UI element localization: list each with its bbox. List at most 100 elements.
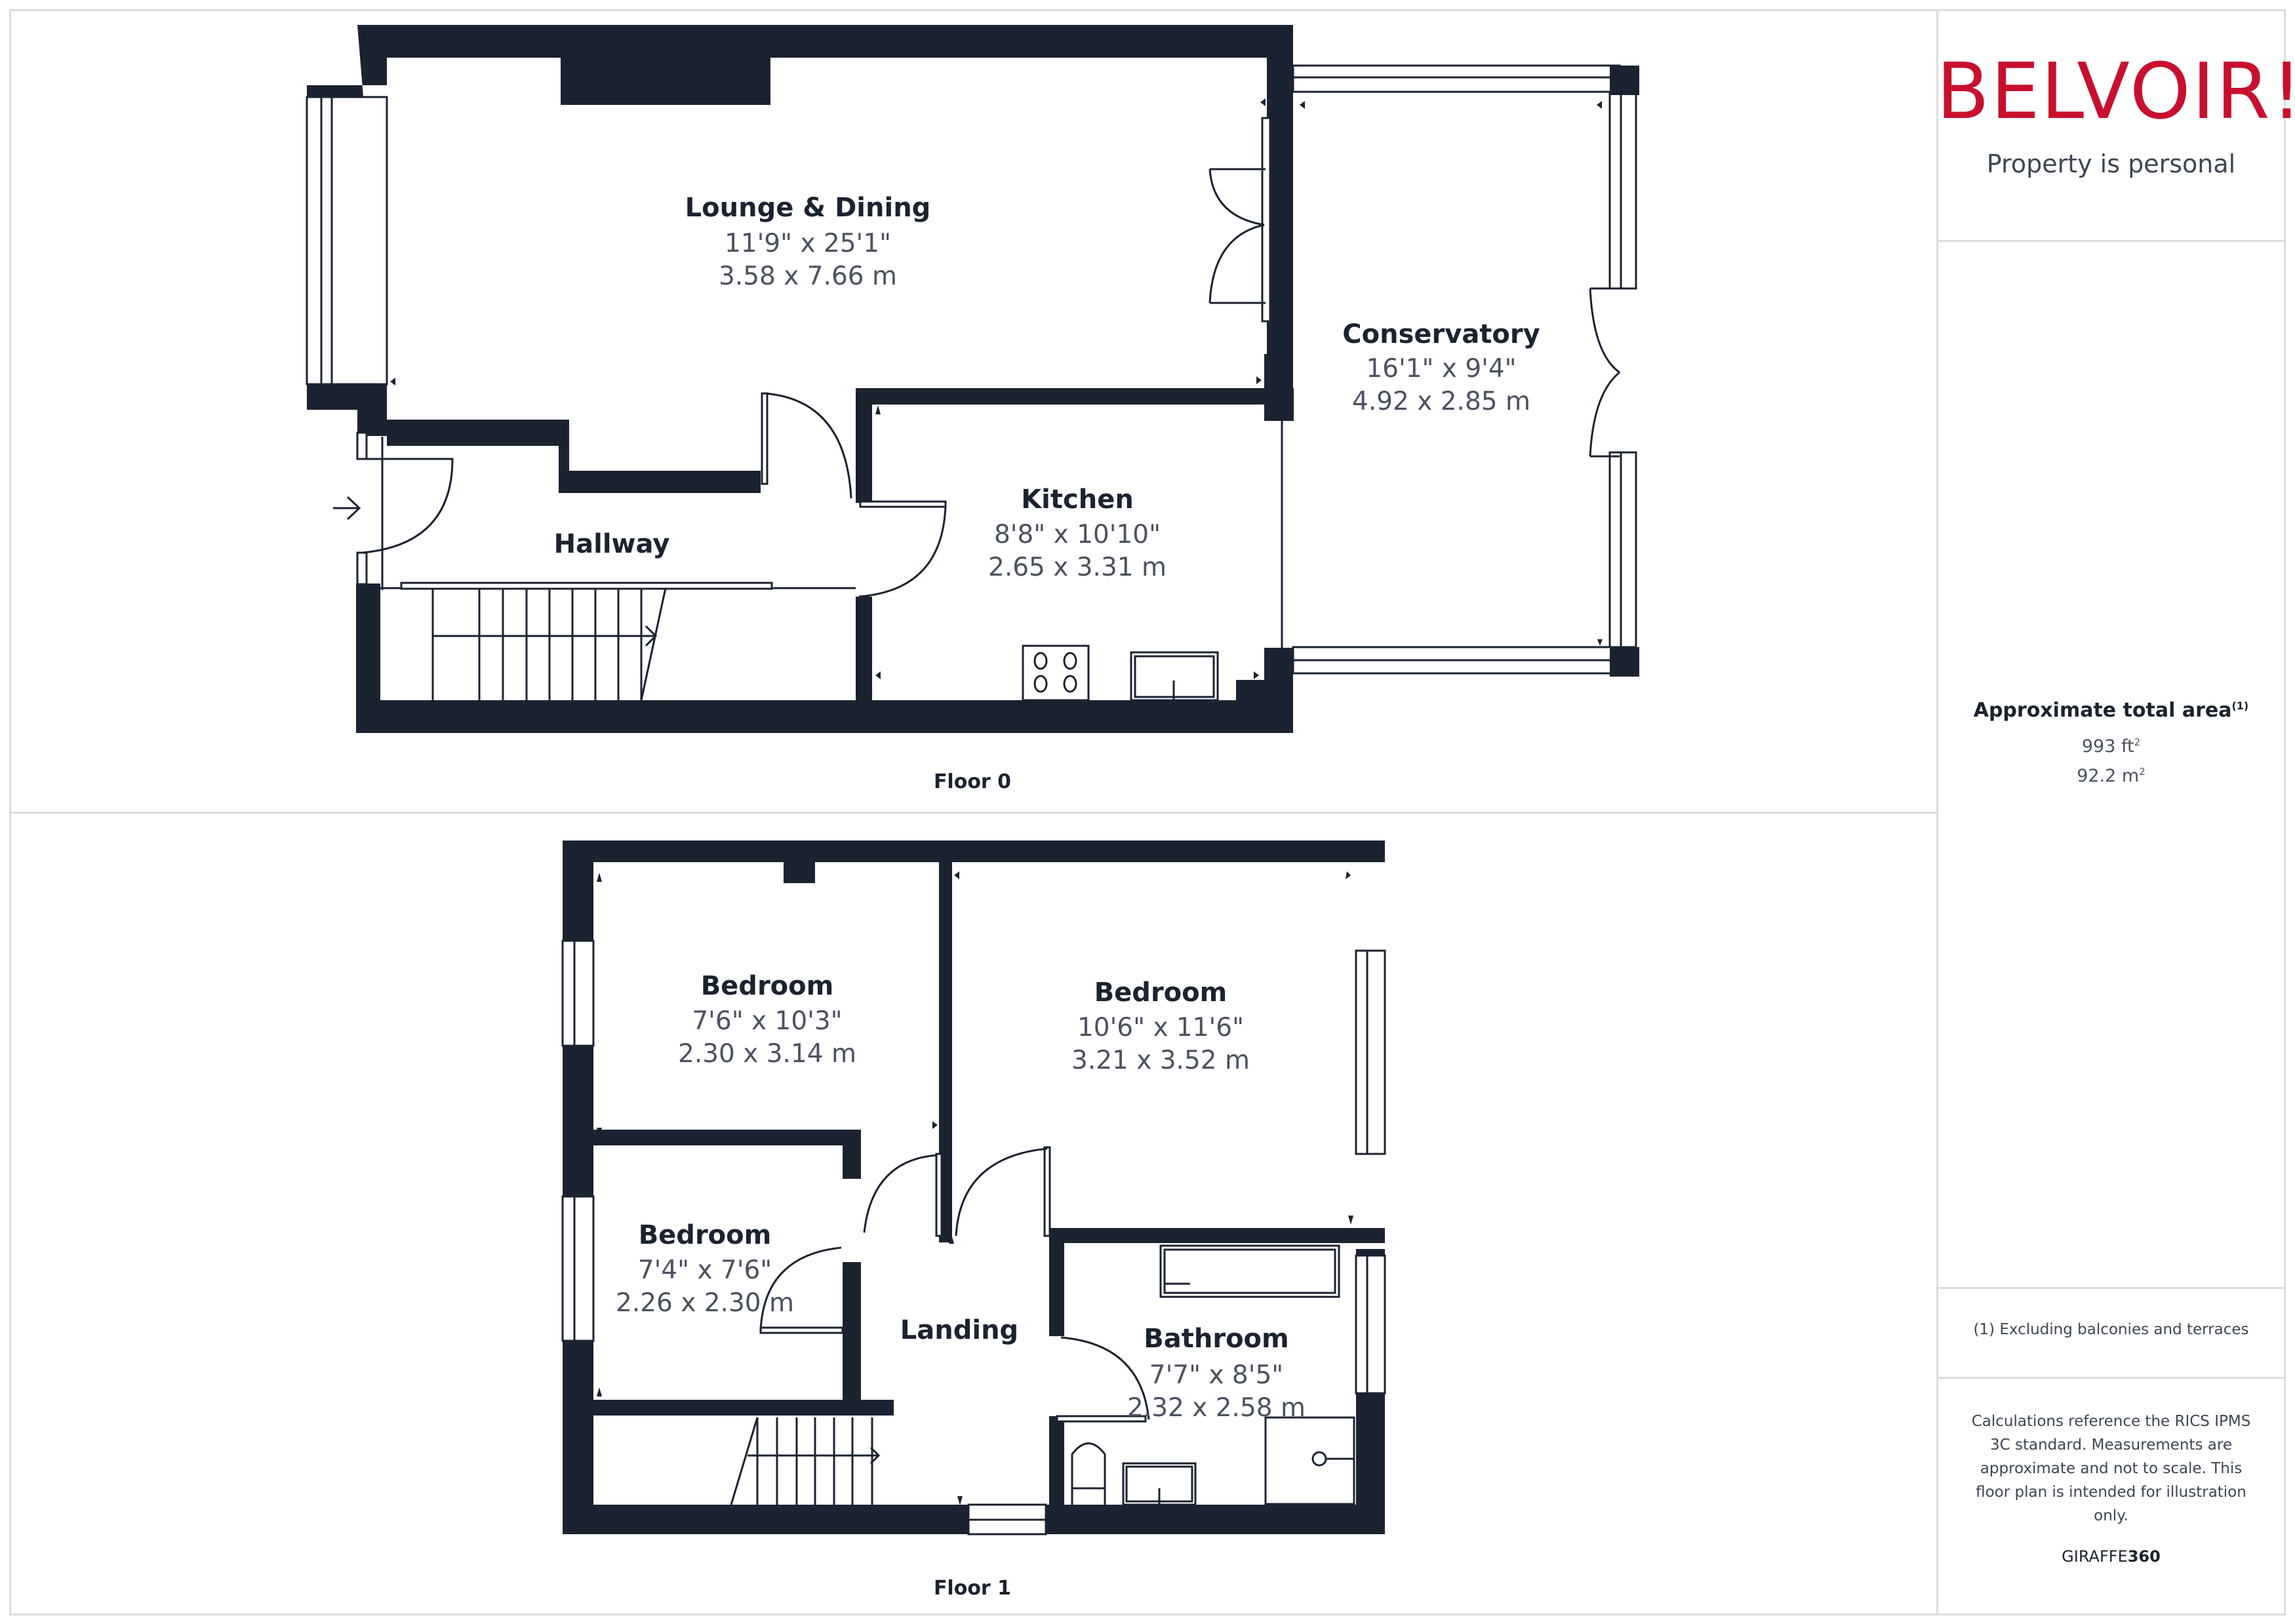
wall [856,597,872,708]
area-unit-sup: 2 [2139,766,2145,778]
room-dim-imperial: 7'7" x 8'5" [1149,1360,1283,1390]
total-area-title-text: Approximate total area [1973,699,2232,722]
room-dim-metric: 2.65 x 3.31 m [988,553,1167,582]
bath-icon [1159,1244,1340,1298]
door-swing [863,1154,937,1233]
area-metric-value: 92.2 m [2077,766,2140,786]
chimney-breast [784,862,815,883]
window [1355,1254,1386,1395]
wall [856,388,1275,405]
door-swing [1060,1336,1150,1420]
floor-1-plan: Bedroom 7'6" x 10'3" 2.30 x 3.14 m Bedro… [561,841,1386,1600]
floor-divider [9,812,1938,814]
room-dim-imperial: 16'1" x 9'4" [1366,354,1516,384]
room-dim-imperial: 7'4" x 7'6" [638,1256,772,1285]
wall [843,1262,861,1400]
stairs-direction-arrow-icon [748,1446,881,1465]
wall [1264,354,1293,420]
belvoir-logo: BELVOIR! [1936,46,2295,136]
hob-icon [1022,644,1090,702]
room-name-lounge-dining: Lounge & Dining [685,193,931,223]
conservatory-glazing-right [1608,451,1637,648]
room-dim-metric: 3.58 x 7.66 m [719,262,897,291]
room-dim-metric: 2.26 x 2.30 m [616,1288,794,1318]
room-name-landing: Landing [900,1315,1018,1345]
wall [593,1400,894,1416]
room-dim-imperial: 11'9" x 25'1" [725,229,891,258]
window [1355,949,1386,1155]
french-door-frame [1261,117,1271,323]
shower-icon [1264,1416,1355,1505]
wall [563,841,1385,1534]
window [561,940,595,1047]
door-swing [955,1147,1048,1237]
info-sidebar [1936,9,2286,1615]
window [306,96,388,386]
door-swing [858,504,947,598]
brand-tagline: Property is personal [1986,149,2236,178]
front-door-swing [361,458,454,554]
floor-label-0: Floor 0 [934,770,1011,793]
conservatory-post [1610,66,1639,95]
area-metric: 92.2 m2 [1936,766,2286,786]
conservatory-glazing-top [1292,64,1621,93]
stairs-direction-arrow-icon [433,625,658,647]
room-name-conservatory: Conservatory [1342,319,1540,349]
area-footnote: (1) Excluding balconies and terraces [1973,1321,2249,1338]
sidebar-divider [1936,1377,2286,1379]
wall [356,584,1293,733]
total-area-title: Approximate total area(1) [1936,699,2286,722]
room-name-bedroom-3: Bedroom [639,1220,772,1250]
room-name-bedroom-1: Bedroom [701,971,834,1001]
wall [593,1130,861,1145]
total-area-block: Approximate total area(1) 993 ft2 92.2 m… [1936,699,2286,786]
door-swing [759,1246,842,1332]
wall [843,1130,861,1179]
entrance-arrow-icon [333,496,361,521]
room-dim-metric: 2.32 x 2.58 m [1127,1393,1306,1423]
room-name-kitchen: Kitchen [1021,485,1134,515]
wall [357,420,761,493]
brand-block: BELVOIR! Property is personal [1936,46,2295,178]
room-dim-imperial: 8'8" x 10'10" [994,520,1161,549]
sidebar-divider [1936,1287,2286,1289]
staircase [431,587,667,701]
room-dim-imperial: 7'6" x 10'3" [692,1006,842,1036]
wall [1049,1228,1064,1336]
area-unit-sup: 2 [2134,736,2141,748]
floor-label-1: Floor 1 [934,1577,1011,1600]
dimension-markers [597,871,1353,1505]
chimney-breast [561,58,770,105]
door-swing [764,392,852,499]
area-imperial: 993 ft2 [1936,736,2286,757]
window [561,1195,595,1342]
room-dim-metric: 4.92 x 2.85 m [1352,387,1530,416]
floor-0-plan: Lounge & Dining 11'9" x 25'1" 3.58 x 7.6… [306,25,1639,793]
dimension-markers [390,69,1603,679]
giraffe360-credit: GIRAFFE360 [1936,1547,2286,1566]
room-name-hallway: Hallway [554,529,670,559]
conservatory-glazing-right [1608,90,1637,290]
basin-icon [1122,1462,1197,1506]
credit-prefix: GIRAFFE [2062,1547,2128,1566]
room-name-bedroom-2: Bedroom [1094,978,1227,1008]
floor-plan-drawing: Lounge & Dining 11'9" x 25'1" 3.58 x 7.6… [306,25,1639,1600]
toilet-icon [1071,1442,1106,1505]
sink-icon [1130,651,1219,702]
credit-suffix: 360 [2127,1547,2161,1566]
french-door-swing [1208,168,1266,304]
room-dim-imperial: 10'6" x 11'6" [1077,1013,1244,1042]
area-imperial-value: 993 ft [2081,736,2134,757]
conservatory-door-swing [1589,287,1620,458]
wall [939,862,952,1242]
staircase [730,1417,881,1505]
wall [1049,1228,1385,1243]
room-dim-metric: 2.30 x 3.14 m [678,1039,856,1069]
measurement-disclaimer: Calculations reference the RICS IPMS 3C … [1971,1413,2251,1524]
wall [1049,1416,1064,1534]
sidebar-divider [1936,240,2286,242]
room-dim-metric: 3.21 x 3.52 m [1071,1046,1250,1075]
room-name-bathroom: Bathroom [1144,1324,1288,1354]
footnote-marker: (1) [2231,700,2249,712]
conservatory-post [1610,647,1639,677]
